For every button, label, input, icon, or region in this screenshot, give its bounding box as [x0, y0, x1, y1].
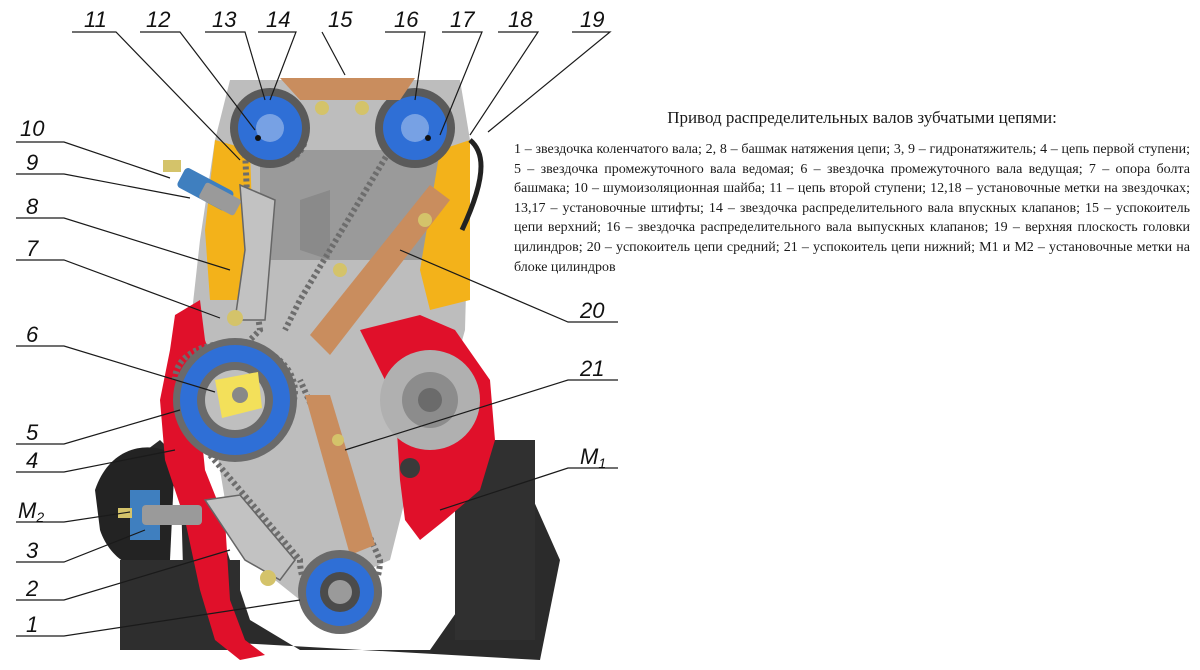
middle-damper-bolt-upper: [418, 213, 432, 227]
lower-chain-damper: [305, 395, 375, 555]
callout-1: 1: [26, 612, 38, 637]
callout-20: 20: [579, 298, 605, 323]
damper-bolt-right: [355, 101, 369, 115]
callout-11: 11: [84, 7, 107, 32]
intermediate-sprocket-driving: [215, 372, 262, 418]
head-top-plane: [459, 138, 484, 232]
damper-bolt-left: [315, 101, 329, 115]
legend: Привод распределительных валов зубчатыми…: [514, 108, 1190, 277]
callout-3: 3: [26, 538, 39, 563]
legend-body: 1 – звездочка коленчатого вала; 2, 8 – б…: [514, 142, 1190, 275]
callout-labels: 11 12 13 14 15 16 17 18 19 10 9 8 7 6 5 …: [18, 7, 606, 637]
callout-4: 4: [26, 448, 38, 473]
callout-21: 21: [579, 356, 604, 381]
callout-2: 2: [25, 576, 38, 601]
callout-19: 19: [580, 7, 604, 32]
callout-10: 10: [20, 116, 45, 141]
shoe-bolt-support: [227, 310, 243, 326]
upper-chain-damper: [280, 78, 415, 100]
middle-damper-bolt: [333, 263, 347, 277]
hydraulic-tensioner-upper: [163, 160, 241, 216]
callout-12: 12: [146, 7, 170, 32]
callout-6: 6: [26, 322, 39, 347]
tensioner-shoe-upper: [234, 183, 276, 321]
callout-13: 13: [212, 7, 237, 32]
tensioner-shoe-lower: [203, 494, 296, 581]
callout-9: 9: [26, 150, 38, 175]
callout-17: 17: [450, 7, 475, 32]
intake-camshaft-sprocket: [230, 88, 310, 168]
callout-m1: M1: [580, 444, 606, 471]
callout-8: 8: [26, 194, 39, 219]
callout-16: 16: [394, 7, 419, 32]
lower-shoe-bolt: [260, 570, 276, 586]
callout-15: 15: [328, 7, 353, 32]
callout-14: 14: [266, 7, 290, 32]
leader-lines: [16, 31, 618, 637]
lower-damper-bolt: [332, 434, 344, 446]
hydraulic-tensioner-lower: [118, 490, 202, 540]
crankshaft-sprocket: [298, 550, 382, 634]
callout-7: 7: [26, 236, 39, 261]
exhaust-camshaft-sprocket: [375, 88, 455, 168]
callout-m2: M2: [18, 498, 44, 525]
middle-chain-damper: [310, 185, 450, 355]
callout-18: 18: [508, 7, 533, 32]
legend-title: Привод распределительных валов зубчатыми…: [667, 108, 1057, 127]
yellow-support-plates: [205, 140, 470, 310]
callout-5: 5: [26, 420, 39, 445]
